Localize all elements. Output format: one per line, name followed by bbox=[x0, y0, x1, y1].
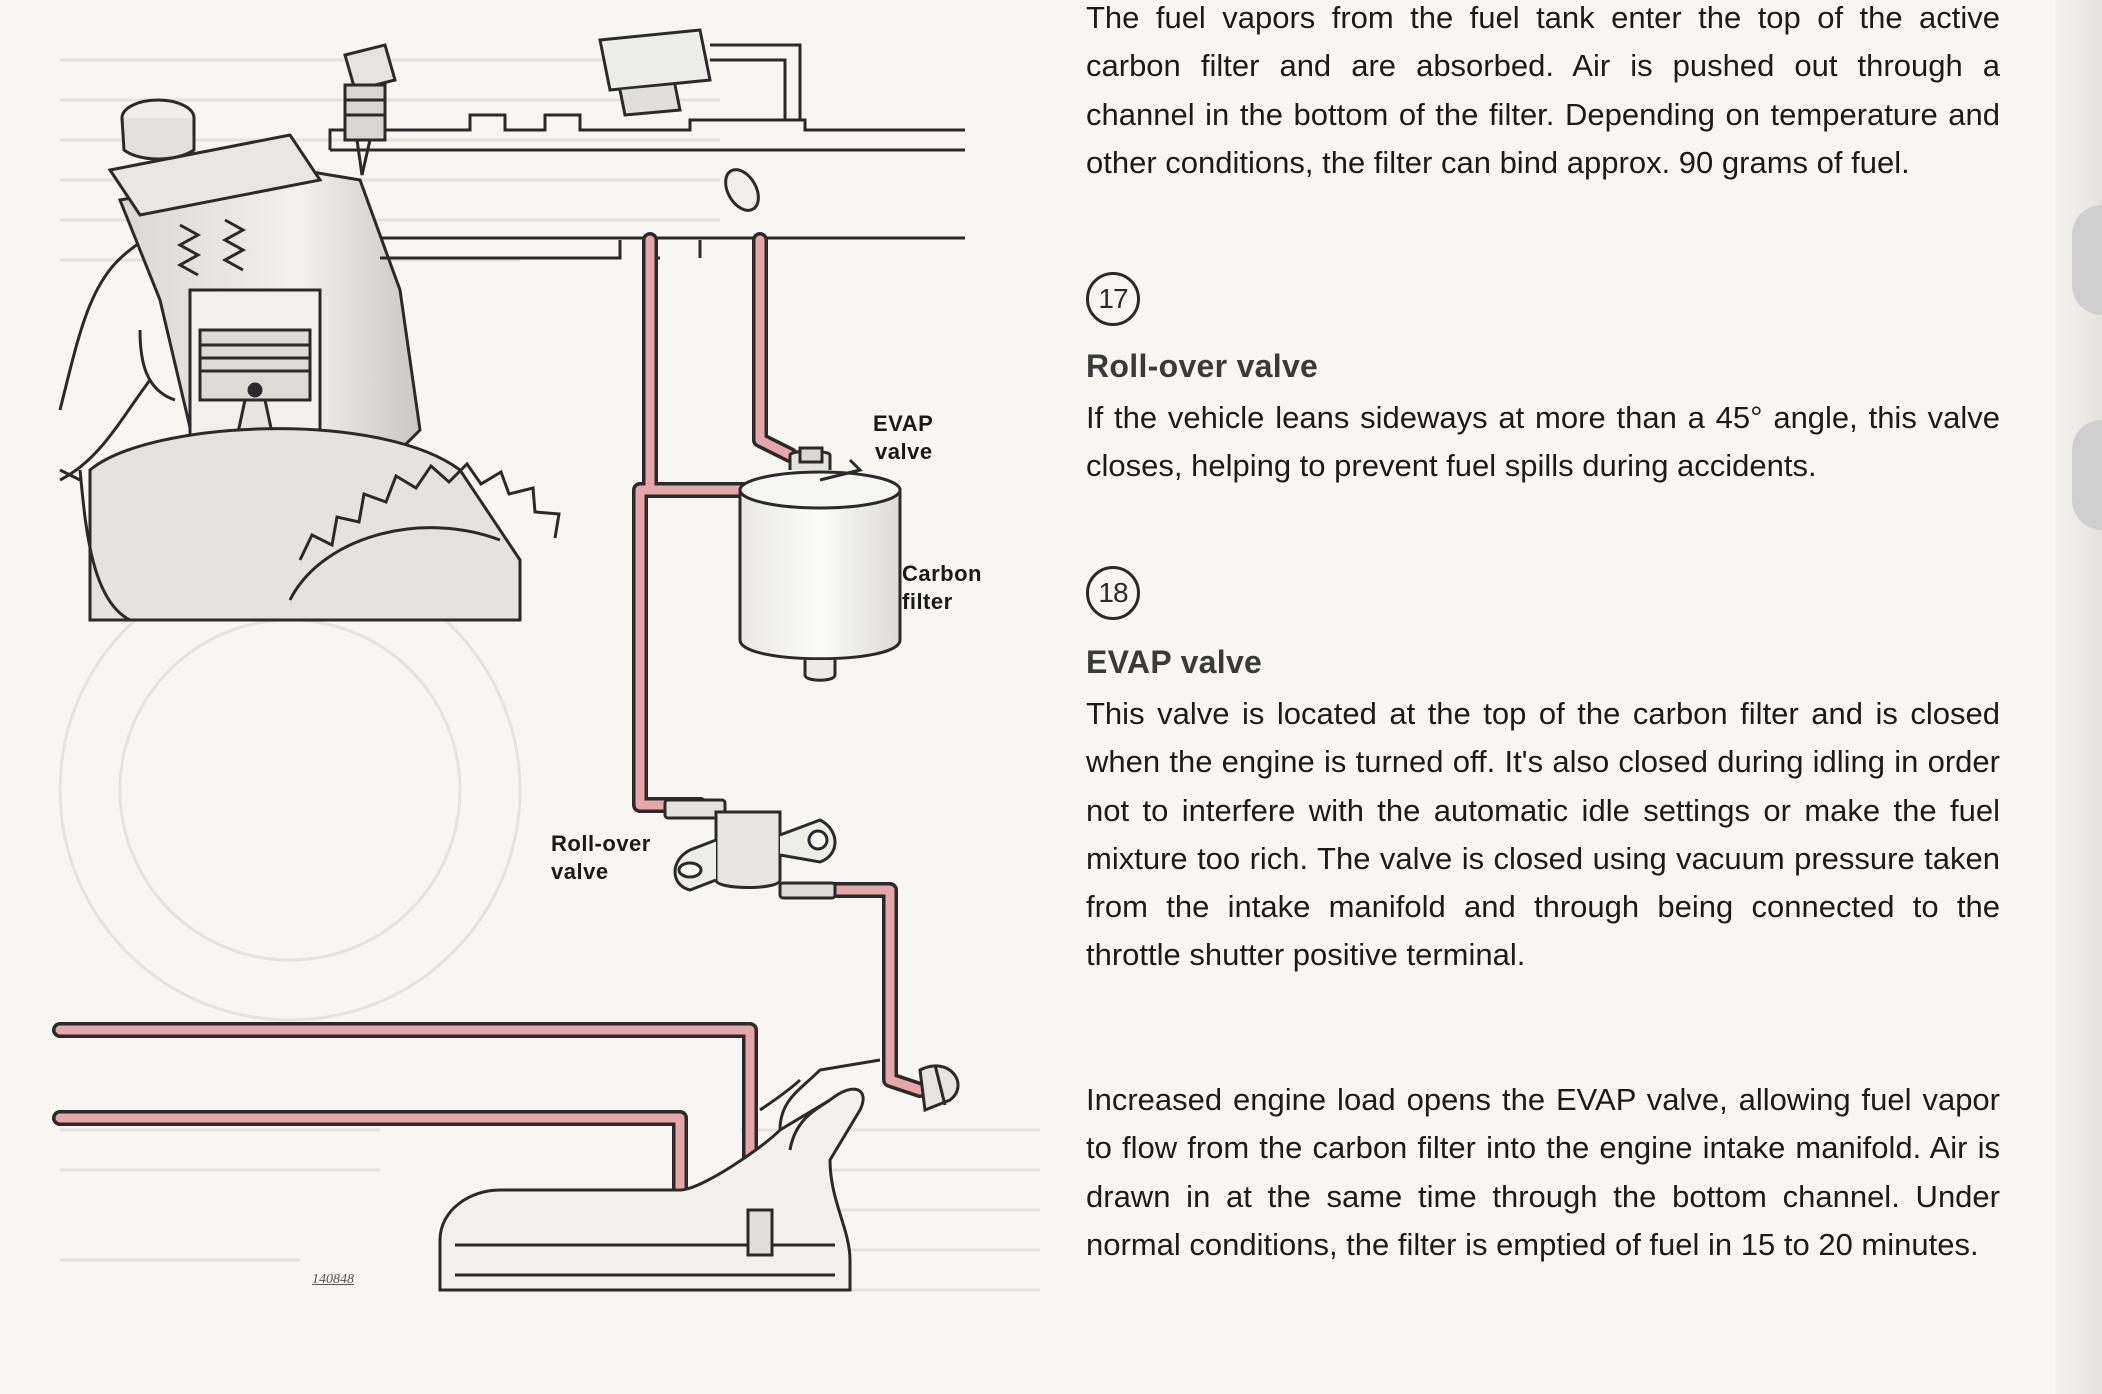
page-tab-mark-upper bbox=[2072, 205, 2102, 315]
rollover-valve-part bbox=[663, 798, 837, 900]
engine-illustration bbox=[58, 28, 965, 622]
rollover-valve-label-line1: Roll-over bbox=[551, 831, 651, 856]
section-17-body: If the vehicle leans sideways at more th… bbox=[1086, 400, 2000, 484]
carbon-filter-label-line1: Carbon bbox=[902, 561, 982, 586]
carbon-filter-label: Carbon filter bbox=[902, 560, 982, 616]
section-17-heading: Roll-over valve bbox=[1086, 348, 1319, 384]
evap-valve-label-line1: EVAP bbox=[873, 411, 934, 436]
evap-valve-label-line2: valve bbox=[875, 439, 933, 464]
section-18-body: This valve is located at the top of the … bbox=[1086, 696, 2000, 973]
intro-paragraph: The fuel vapors from the fuel tank enter… bbox=[1086, 0, 2000, 180]
evap-valve-label: EVAP valve bbox=[873, 410, 933, 466]
figure-id: 140848 bbox=[312, 1272, 354, 1287]
evap-system-diagram bbox=[52, 28, 965, 1292]
rollover-valve-label-line2: valve bbox=[551, 859, 609, 884]
section-17-number: 17 bbox=[1086, 272, 1140, 326]
closing-paragraph: Increased engine load opens the EVAP val… bbox=[1086, 1082, 2000, 1262]
carbon-filter-label-line2: filter bbox=[902, 589, 953, 614]
carbon-filter-canister bbox=[738, 446, 902, 682]
page-tab-mark-lower bbox=[2072, 420, 2102, 530]
rollover-valve-label: Roll-over valve bbox=[551, 830, 651, 886]
section-18-heading: EVAP valve bbox=[1086, 644, 1263, 680]
fuel-tank bbox=[438, 1058, 960, 1292]
section-18-number: 18 bbox=[1086, 566, 1140, 620]
